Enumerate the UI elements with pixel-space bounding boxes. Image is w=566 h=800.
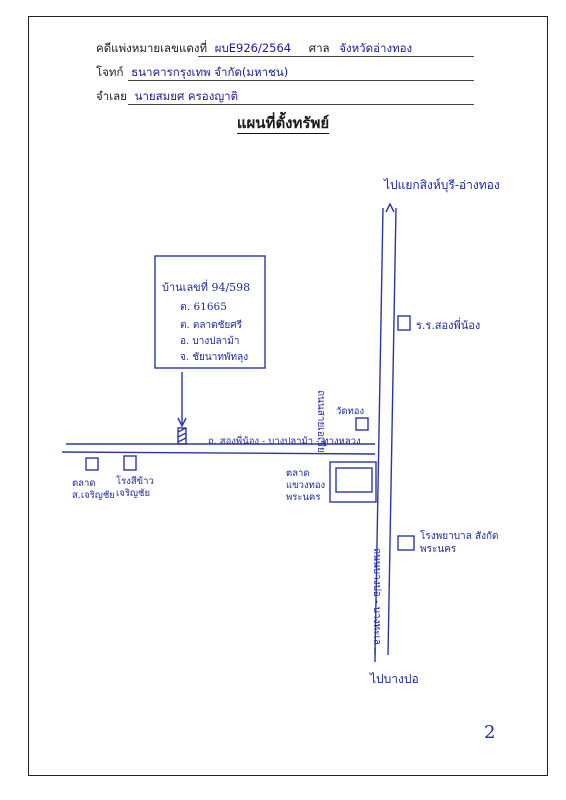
main-road-label: ถนนสายเอเชีย xyxy=(315,390,326,453)
market-inner xyxy=(335,467,373,493)
defendant-line: จำเลย นายสมยศ ครองญาติ xyxy=(96,88,238,106)
page-title: แผนที่ตั้งทรัพย์ xyxy=(236,114,330,134)
property-marker xyxy=(177,427,187,445)
market-outer xyxy=(329,461,377,503)
school-label: ร.ร.สองพี่น้อง xyxy=(416,319,481,332)
main-road-left-edge xyxy=(374,207,384,656)
case-line: คดีแพ่งหมายเลขแดงที่ ผบE926/2564 ศาล จัง… xyxy=(96,40,412,58)
property-address: บ้านเลขที่ 94/598 xyxy=(162,281,251,294)
side-road-bottom-edge xyxy=(61,451,376,455)
property-province: จ. ชัยนาทพัทลุง xyxy=(180,352,249,363)
temple-square xyxy=(355,417,369,431)
main-road-right-edge xyxy=(387,207,397,656)
left-landmark-label-2: โรงสีข้าว เจริญชัย xyxy=(116,476,154,499)
side-road-label: ถ. สองพี่น้อง - บางปลาม้า - ทางหลวง xyxy=(208,436,361,447)
page-number: 2 xyxy=(484,722,496,743)
property-deed: ต. 61665 xyxy=(180,301,227,313)
property-subdistrict: ต. ตลาดชัยศรี xyxy=(180,320,242,331)
case-number: ผบE926/2564 xyxy=(214,41,292,55)
market-label: ตลาด แขวงทอง พระนคร xyxy=(286,468,326,503)
defendant-underline xyxy=(128,104,474,105)
temple-label: วัดทอง xyxy=(336,406,365,417)
pointer-arrow-icon xyxy=(177,417,187,428)
left-landmark-square-2 xyxy=(123,455,137,471)
south-road-label: ถนนบางปอ - บางทะเล xyxy=(371,548,382,646)
hospital-square xyxy=(397,535,415,551)
page-frame xyxy=(28,16,548,776)
plaintiff-line: โจทก์ ธนาคารกรุงเทพ จำกัด(มหาชน) xyxy=(96,64,288,82)
property-box xyxy=(154,255,266,369)
case-label: คดีแพ่งหมายเลขแดงที่ xyxy=(96,41,208,55)
left-landmark-label-1: ตลาด ส.เจริญชัย xyxy=(72,478,115,501)
defendant-name: นายสมยศ ครองญาติ xyxy=(134,89,239,103)
plaintiff-name: ธนาคารกรุงเทพ จำกัด(มหาชน) xyxy=(131,65,289,79)
south-label: ไปบางปอ xyxy=(370,672,419,686)
north-arrow-icon xyxy=(385,202,395,213)
case-underline xyxy=(198,56,474,57)
hospital-label: โรงพยาบาล สังกัด พระนคร xyxy=(420,531,499,555)
court-name: จังหวัดอ่างทอง xyxy=(339,41,413,55)
court-label: ศาล xyxy=(308,41,330,55)
school-square xyxy=(397,315,411,331)
left-landmark-square-1 xyxy=(85,457,99,471)
defendant-label: จำเลย xyxy=(96,89,127,103)
property-district: อ. บางปลาม้า xyxy=(180,336,240,347)
plaintiff-label: โจทก์ xyxy=(96,65,124,79)
plaintiff-underline xyxy=(128,80,474,81)
north-label: ไปแยกสิงห์บุรี-อ่างทอง xyxy=(384,178,500,192)
